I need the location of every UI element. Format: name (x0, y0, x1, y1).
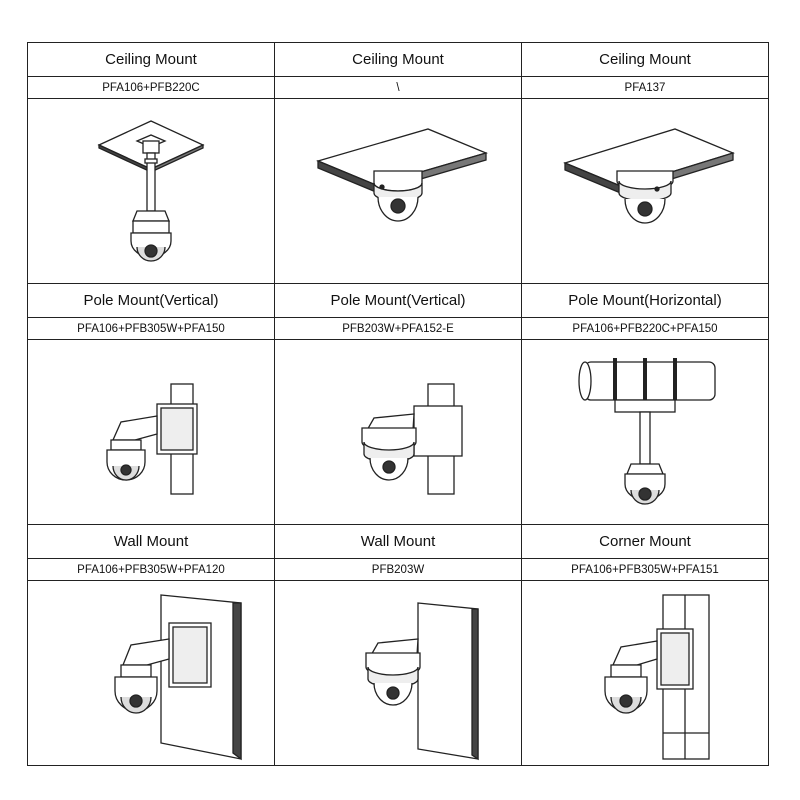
vertical-pole-wall-bracket-illustration (361, 383, 463, 495)
mount-type-title: Ceiling Mount (521, 42, 769, 77)
mount-options-table: Ceiling Mount Ceiling Mount Ceiling Moun… (27, 42, 769, 766)
model-number: PFB203W (274, 558, 522, 581)
wall-bracket-mount-illustration (365, 602, 479, 761)
mount-type-title: Wall Mount (274, 524, 522, 559)
model-number-row: PFA106+PFB305W+PFA150 PFB203W+PFA152-E P… (27, 317, 769, 340)
model-number: PFB203W+PFA152-E (274, 317, 522, 340)
model-number: PFA106+PFB305W+PFA150 (27, 317, 275, 340)
model-number: PFA106+PFB220C+PFA150 (521, 317, 769, 340)
model-number-row: PFA106+PFB220C \ PFA137 (27, 76, 769, 99)
mount-type-title: Pole Mount(Horizontal) (521, 283, 769, 318)
horizontal-pole-pendant-illustration (578, 358, 716, 505)
illustration-row (27, 339, 769, 525)
illustration-row (27, 580, 769, 766)
mount-type-title: Ceiling Mount (27, 42, 275, 77)
mount-type-row: Wall Mount Wall Mount Corner Mount (27, 524, 769, 559)
model-number: PFA106+PFB220C (27, 76, 275, 99)
vertical-pole-arm-mount-illustration (106, 383, 198, 495)
model-number: PFA106+PFB305W+PFA151 (521, 558, 769, 581)
illustration-row (27, 98, 769, 284)
pendant-ceiling-mount-illustration (97, 120, 205, 262)
mount-type-title: Pole Mount(Vertical) (27, 283, 275, 318)
corner-mount-illustration (604, 594, 710, 760)
mount-type-title: Pole Mount(Vertical) (274, 283, 522, 318)
model-number: PFA106+PFB305W+PFA120 (27, 558, 275, 581)
mount-type-row: Pole Mount(Vertical) Pole Mount(Vertical… (27, 283, 769, 318)
wall-arm-mount-illustration (114, 594, 242, 761)
model-number: PFA137 (521, 76, 769, 99)
model-number: \ (274, 76, 522, 99)
flush-ceiling-mount-illustration (316, 128, 488, 222)
model-number-row: PFA106+PFB305W+PFA120 PFB203W PFA106+PFB… (27, 558, 769, 581)
mount-type-title: Wall Mount (27, 524, 275, 559)
mount-type-row: Ceiling Mount Ceiling Mount Ceiling Moun… (27, 42, 769, 77)
ceiling-adapter-mount-illustration (563, 128, 735, 224)
mount-type-title: Corner Mount (521, 524, 769, 559)
mount-type-title: Ceiling Mount (274, 42, 522, 77)
